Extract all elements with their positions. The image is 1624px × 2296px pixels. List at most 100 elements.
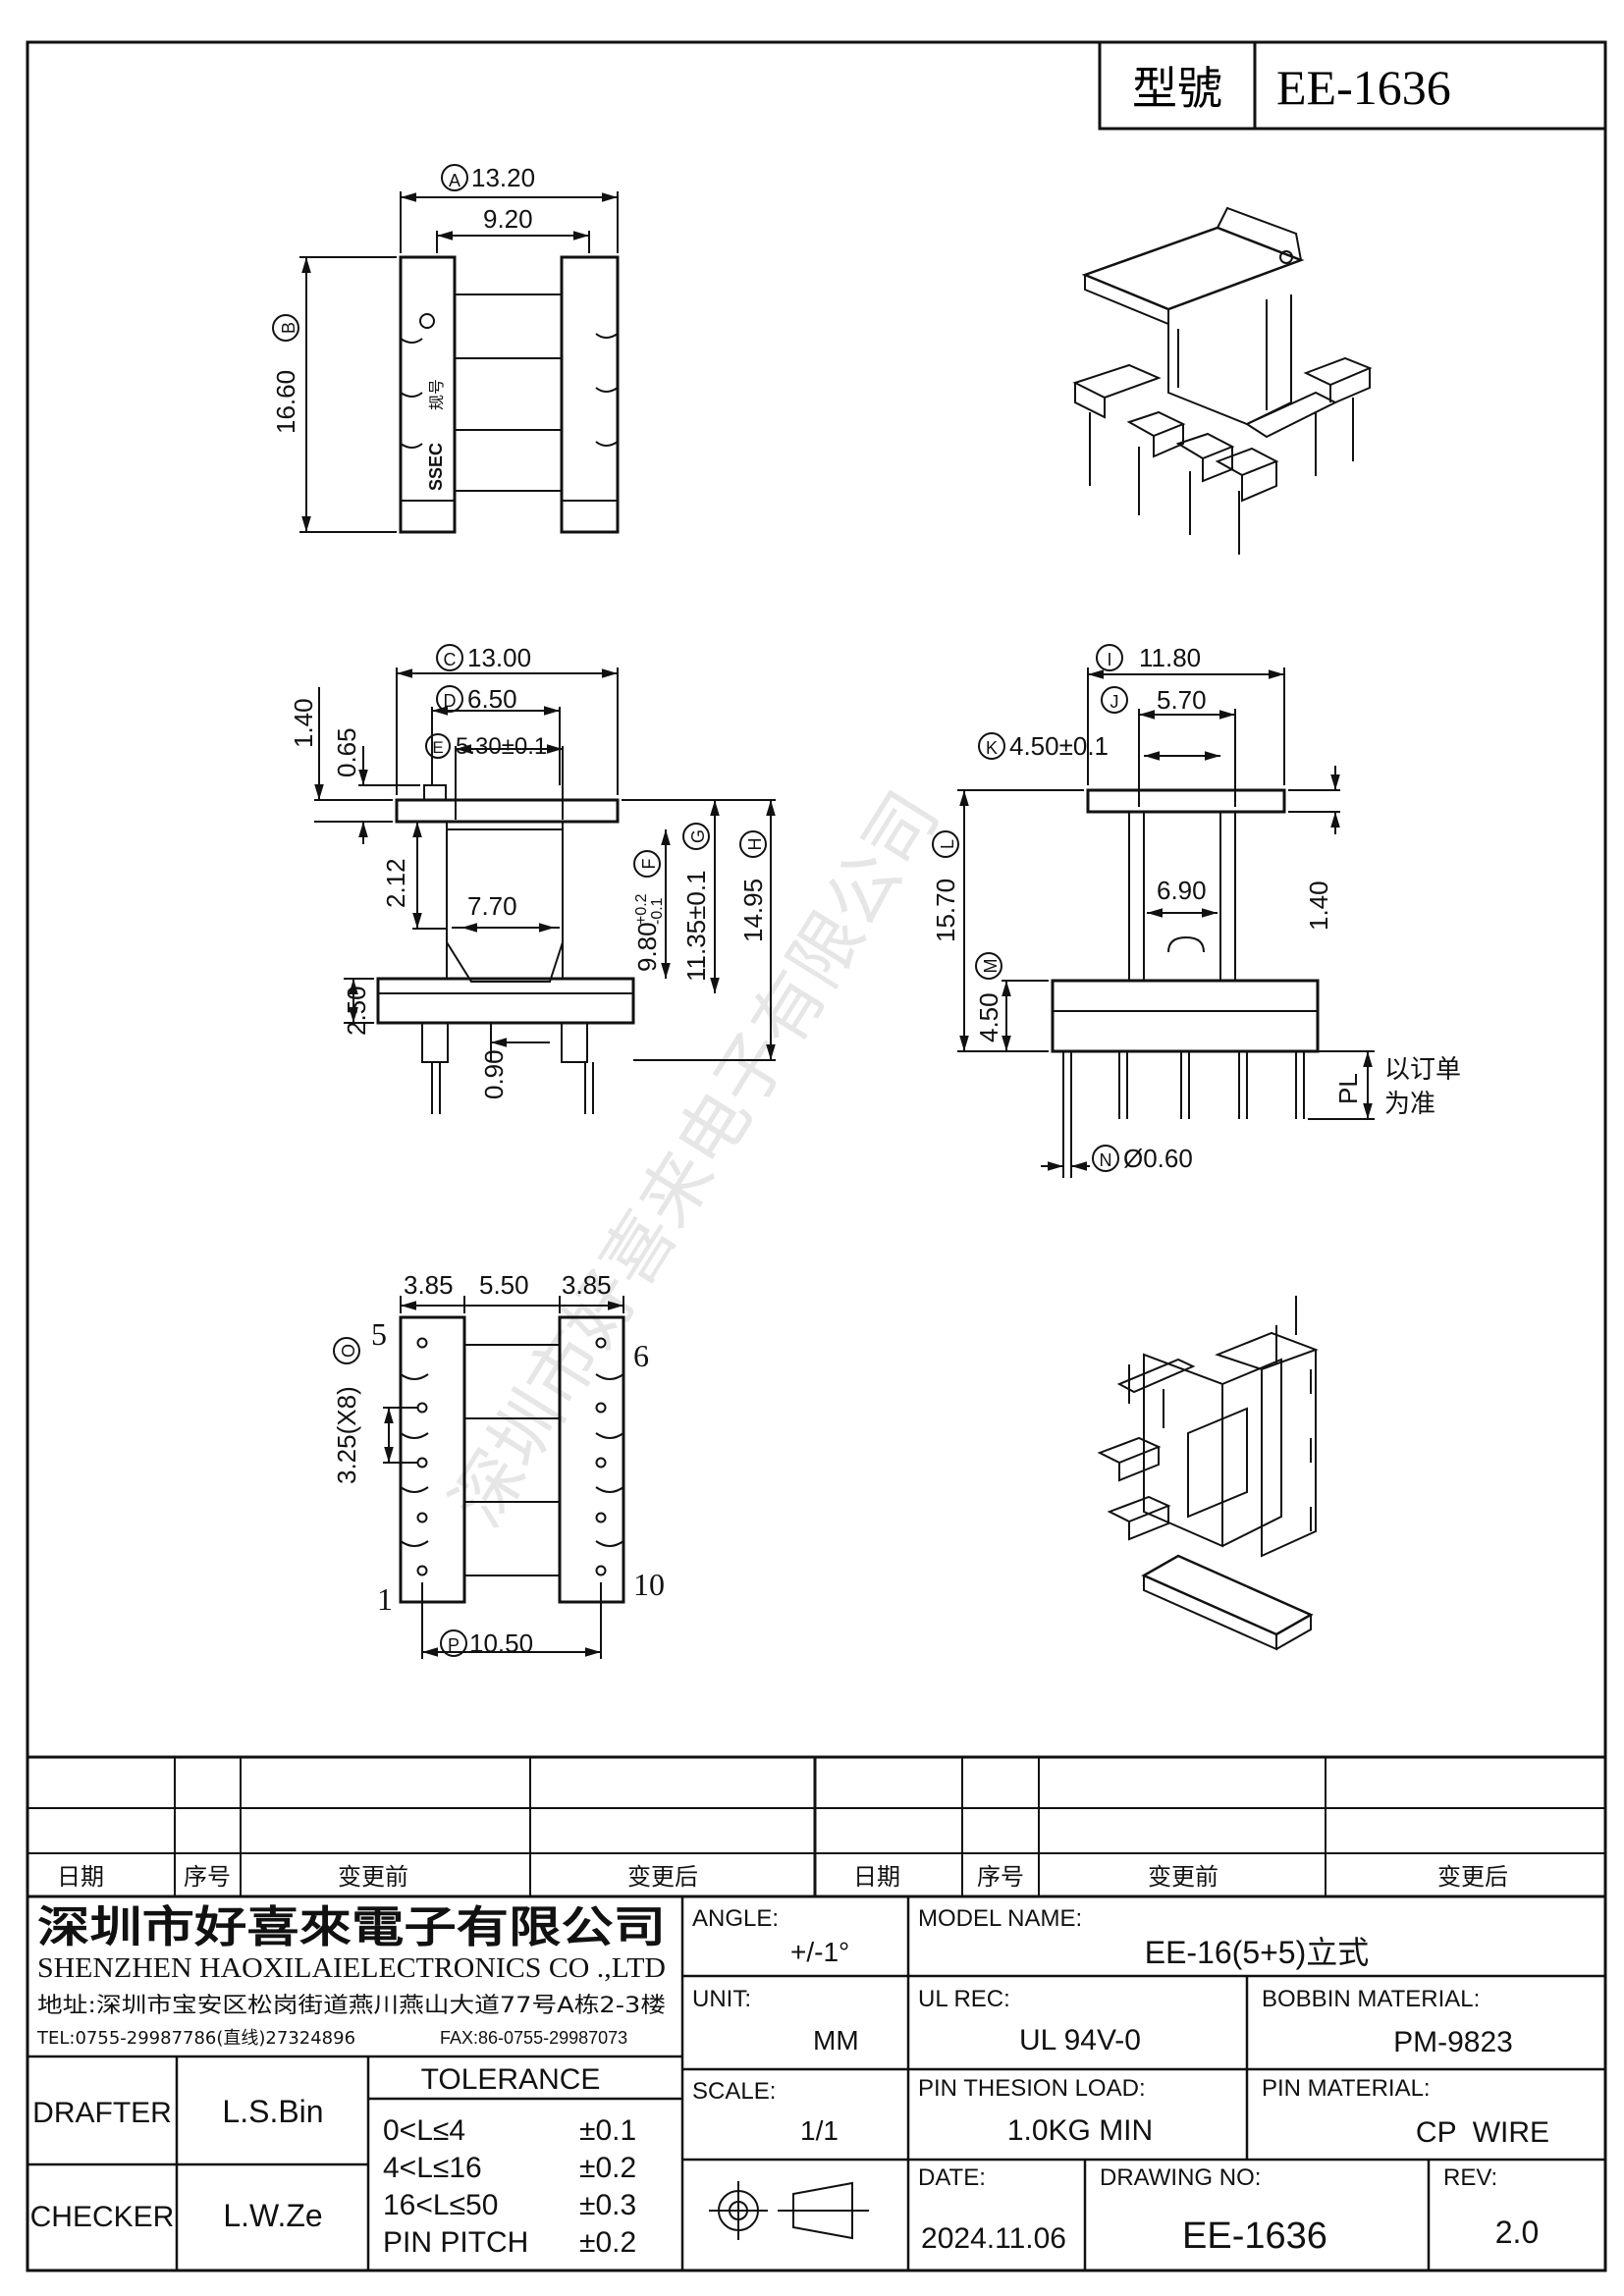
dim-065-front: 0.65 — [332, 727, 361, 777]
dim-n-tag: N — [1100, 1150, 1112, 1170]
dim-i-value: 11.80 — [1139, 643, 1201, 672]
bottom-view-labels: 3.85 5.50 3.85 3.25(X8) O 5 6 1 10 P 10.… — [332, 1270, 665, 1658]
company-name-en: SHENZHEN HAOXILAIELECTRONICS CO .,LTD — [37, 1953, 666, 1984]
model-header: 型號 EE-1636 — [1098, 40, 1607, 131]
drafter-label: DRAFTER — [32, 2097, 172, 2129]
bottom-view — [383, 1296, 625, 1659]
dim-140-side: 1.40 — [1304, 881, 1333, 931]
dim-k-tag: K — [986, 738, 998, 758]
dim-385-right: 3.85 — [562, 1270, 612, 1300]
dim-g-tag: G — [688, 829, 708, 843]
dim-m-tag: M — [981, 959, 1001, 974]
revision-table — [27, 1755, 1605, 1898]
pin-load-label: PIN THESION LOAD: — [918, 2075, 1146, 2102]
pin-load-value: 1.0KG MIN — [1007, 2114, 1153, 2147]
dim-d-tag: D — [444, 691, 457, 711]
dim-o-value: 3.25(X8) — [332, 1386, 361, 1484]
dim-385-left: 3.85 — [404, 1270, 454, 1300]
dim-p-tag: P — [448, 1635, 460, 1655]
pin-label-5: 5 — [371, 1316, 387, 1352]
drawing-no-label: DRAWING NO: — [1100, 2164, 1261, 2191]
company-info: 深圳市好喜來電子有限公司 SHENZHEN HAOXILAIELECTRONIC… — [36, 1902, 666, 2049]
model-name-value: EE-16(5+5)立式 — [1145, 1935, 1370, 1970]
pin-label-1: 1 — [377, 1581, 393, 1617]
rev-header-after-1: 变更后 — [627, 1864, 698, 1891]
dim-i-tag: I — [1107, 650, 1111, 669]
tolerance-table: TOLERANCE 0<L≤4 ±0.1 4<L≤16 ±0.2 16<L≤50… — [383, 2063, 636, 2259]
pin-label-6: 6 — [633, 1338, 649, 1373]
dim-090-front: 0.90 — [479, 1049, 509, 1099]
front-view — [314, 667, 776, 1114]
dim-j-value: 5.70 — [1157, 685, 1207, 715]
dim-140-front: 1.40 — [289, 698, 318, 748]
scale-value: 1/1 — [800, 2115, 839, 2146]
top-view-labels: A 13.20 9.20 SSEC 规号 B 16.60 — [271, 163, 535, 491]
dim-k-value: 4.50±0.1 — [1009, 731, 1109, 761]
revision-table-headers: 日期 序号 变更前 变更后 日期 序号 变更前 变更后 — [57, 1864, 1508, 1891]
rev-header-seq-1: 序号 — [184, 1864, 231, 1891]
company-address: 地址:深圳市宝安区松岗街道燕川燕山大道77号A栋2-3楼 — [37, 1994, 666, 2018]
ul-rec-label: UL REC: — [918, 1986, 1010, 2012]
title-block-grid — [27, 1896, 1605, 2270]
dim-m-value: 4.50 — [974, 992, 1003, 1042]
sheet-border — [26, 40, 1607, 2272]
rev-label: REV: — [1443, 2164, 1497, 2191]
dim-550: 5.50 — [479, 1270, 529, 1300]
tolerance-range-3: 16<L≤50 — [383, 2189, 498, 2221]
tolerance-value-4: ±0.2 — [579, 2226, 636, 2259]
dim-e-value: 5.30±0.1 — [456, 733, 547, 760]
rev-header-before-2: 变更前 — [1148, 1864, 1218, 1891]
rev-header-before-1: 变更前 — [338, 1864, 408, 1891]
company-name-cn: 深圳市好喜來電子有限公司 — [37, 1902, 666, 1952]
dim-p-value: 10.50 — [469, 1629, 533, 1658]
dim-a-tag: A — [449, 171, 460, 190]
dim-690-value: 6.90 — [1157, 876, 1207, 905]
tolerance-value-1: ±0.1 — [579, 2114, 636, 2147]
dim-f-tol-up: +0.2 — [633, 893, 650, 925]
dim-b-value: 16.60 — [271, 370, 300, 434]
angle-label: ANGLE: — [692, 1905, 779, 1932]
tolerance-value-2: ±0.2 — [579, 2152, 636, 2184]
dim-212-front: 2.12 — [381, 858, 410, 908]
dim-o-tag: O — [339, 1344, 358, 1358]
side-view — [957, 667, 1375, 1178]
dim-c-tag: C — [444, 650, 457, 669]
company-tel: TEL:0755-29987786(直线)27324896 — [36, 2028, 355, 2049]
unit-label: UNIT: — [692, 1986, 751, 2012]
dim-inner-value: 9.20 — [483, 204, 533, 234]
date-value: 2024.11.06 — [921, 2222, 1066, 2255]
drafter-name: L.S.Bin — [222, 2094, 323, 2129]
front-view-labels: C 13.00 D 6.50 E 5.30±0.1 7.70 1.40 0.65… — [289, 643, 768, 1099]
pin-material-value: CP WIRE — [1416, 2116, 1549, 2149]
dim-l-tag: L — [938, 839, 957, 849]
dim-d-value: 6.50 — [467, 684, 517, 714]
scale-label: SCALE: — [692, 2078, 776, 2105]
dim-j-tag: J — [1110, 692, 1119, 712]
top-mark-text: SSEC — [426, 443, 446, 491]
dim-f-tag: F — [639, 859, 659, 870]
model-name-label: MODEL NAME: — [918, 1905, 1082, 1932]
unit-value: MM — [813, 2025, 859, 2056]
rev-header-after-2: 变更后 — [1437, 1864, 1508, 1891]
side-view-labels: I 11.80 J 5.70 K 4.50±0.1 6.90 1.40 15.7… — [931, 643, 1461, 1173]
dim-250-front: 2.50 — [342, 986, 371, 1036]
top-view — [299, 191, 620, 534]
tolerance-range-4: PIN PITCH — [383, 2226, 528, 2259]
tolerance-range-1: 0<L≤4 — [383, 2114, 465, 2147]
tolerance-value-3: ±0.3 — [579, 2189, 636, 2221]
bobbin-material-label: BOBBIN MATERIAL: — [1262, 1986, 1480, 2012]
dim-h-value: 14.95 — [738, 879, 768, 942]
dim-b-tag: B — [279, 322, 298, 334]
rev-header-date-1: 日期 — [57, 1864, 104, 1891]
pl-note-line2: 为准 — [1384, 1090, 1435, 1119]
dim-c-value: 13.00 — [467, 643, 531, 672]
tolerance-range-2: 4<L≤16 — [383, 2152, 482, 2184]
angle-unit-scale: ANGLE: +/-1° UNIT: MM SCALE: 1/1 — [692, 1905, 859, 2146]
top-view-core — [454, 294, 563, 492]
dim-e-tag: E — [432, 738, 443, 757]
spec-fields: MODEL NAME: EE-16(5+5)立式 UL REC: UL 94V-… — [918, 1905, 1549, 2257]
pl-note-line1: 以订单 — [1384, 1055, 1461, 1085]
model-header-label: 型號 — [1132, 62, 1222, 115]
bobbin-material-value: PM-9823 — [1393, 2026, 1513, 2058]
